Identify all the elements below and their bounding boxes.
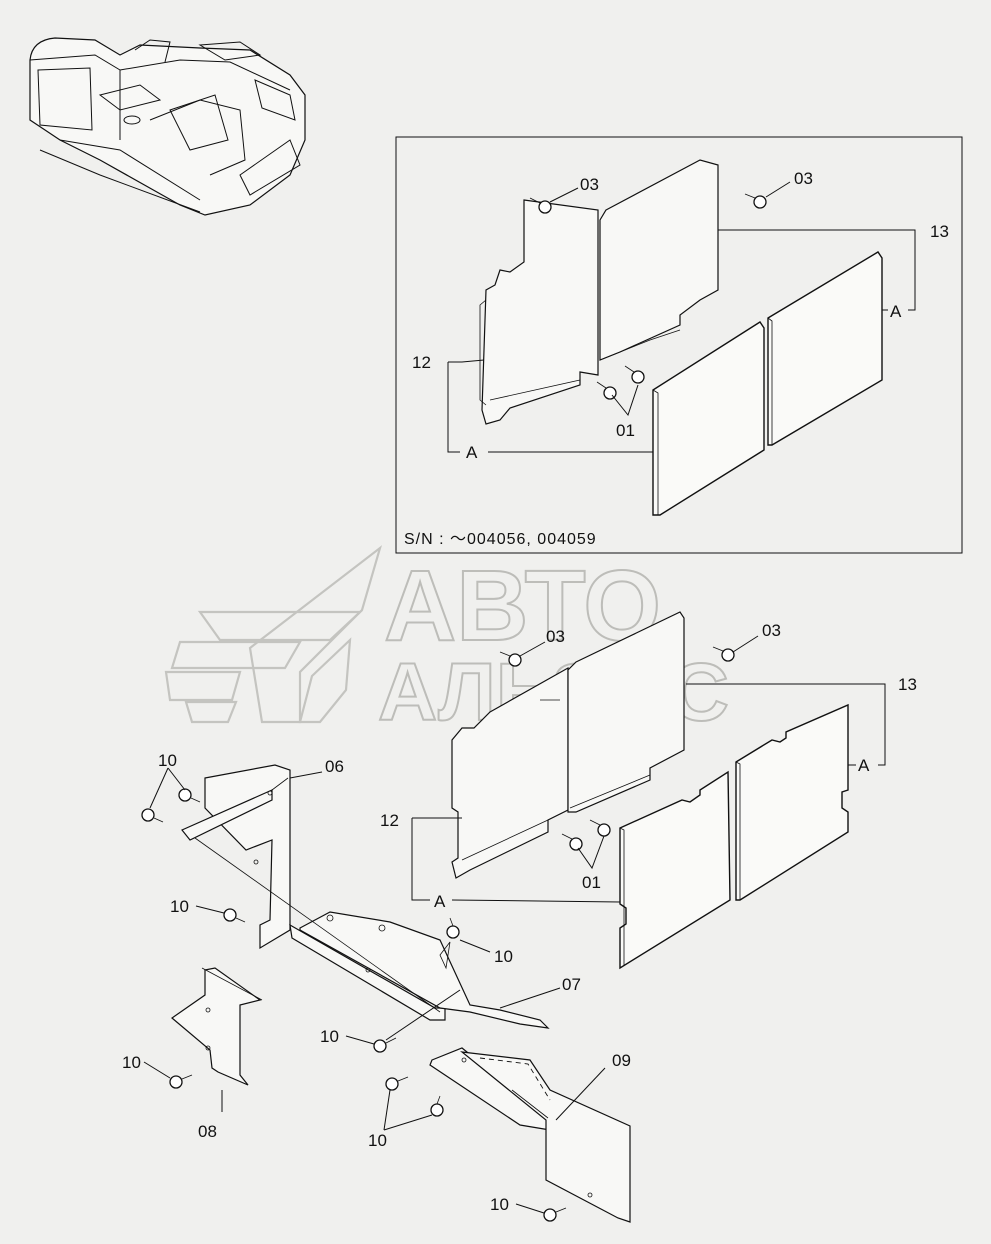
bolt-icon [543, 1207, 567, 1222]
callout-a-top-left: A [466, 443, 478, 462]
callout-09: 09 [612, 1051, 631, 1070]
bracket-08 [171, 967, 263, 1086]
callout-03-top-right: 03 [794, 169, 813, 188]
callout-10-top: 10 [158, 751, 177, 770]
callout-10-left: 10 [170, 897, 189, 916]
bolt-icon [529, 197, 552, 214]
callout-10-center: 10 [494, 947, 513, 966]
serial-note: S/N : ～004056, 004059 [404, 531, 597, 548]
bolt-icon [141, 808, 164, 823]
callout-a-mid-right: A [858, 756, 870, 775]
bolt-icon [624, 365, 645, 384]
bolt-icon [169, 1074, 193, 1089]
top-pad-front [652, 321, 765, 516]
callout-13-mid: 13 [898, 675, 917, 694]
bolt-icon [446, 917, 460, 939]
callout-06: 06 [325, 757, 344, 776]
callout-08: 08 [198, 1122, 217, 1141]
bolt-icon [589, 819, 611, 837]
bolt-icon [223, 908, 246, 923]
bolt-icon [712, 646, 735, 662]
bolt-icon [561, 833, 583, 851]
callout-10-mid: 10 [320, 1027, 339, 1046]
bracket-09 [429, 1047, 631, 1223]
bolt-icon [385, 1076, 409, 1091]
top-panel-12 [479, 199, 599, 425]
callout-a-mid-left: A [434, 892, 446, 911]
callout-03-top-left: 03 [580, 175, 599, 194]
bolt-icon [373, 1037, 397, 1053]
bolt-icon [499, 651, 522, 667]
callout-03-mid-left: 03 [546, 627, 565, 646]
mid-pad-rear [735, 703, 849, 901]
mid-panel-12 [451, 666, 569, 879]
bracket-06 [181, 764, 291, 950]
top-pad-rear [767, 251, 883, 446]
serial-frame [395, 136, 963, 554]
callout-13-top: 13 [930, 222, 949, 241]
callout-03-mid-right: 03 [762, 621, 781, 640]
mid-pad-front [619, 770, 731, 970]
top-panel-upper [599, 159, 719, 361]
callout-12-mid: 12 [380, 811, 399, 830]
callout-10-bottom-left: 10 [122, 1053, 141, 1072]
callout-10-pair: 10 [368, 1131, 387, 1150]
excavator-thumbnail [29, 37, 306, 216]
callout-07: 07 [562, 975, 581, 994]
mid-panel-upper [540, 611, 685, 813]
bolt-icon [178, 788, 201, 803]
callout-10-bottom: 10 [490, 1195, 509, 1214]
bolt-icon [744, 193, 767, 209]
bracket-07 [194, 837, 550, 1029]
callout-12-top: 12 [412, 353, 431, 372]
callout-01-top: 01 [616, 421, 635, 440]
callout-a-top-right: A [890, 302, 902, 321]
callout-01-mid: 01 [582, 873, 601, 892]
bolt-icon [430, 1095, 444, 1117]
